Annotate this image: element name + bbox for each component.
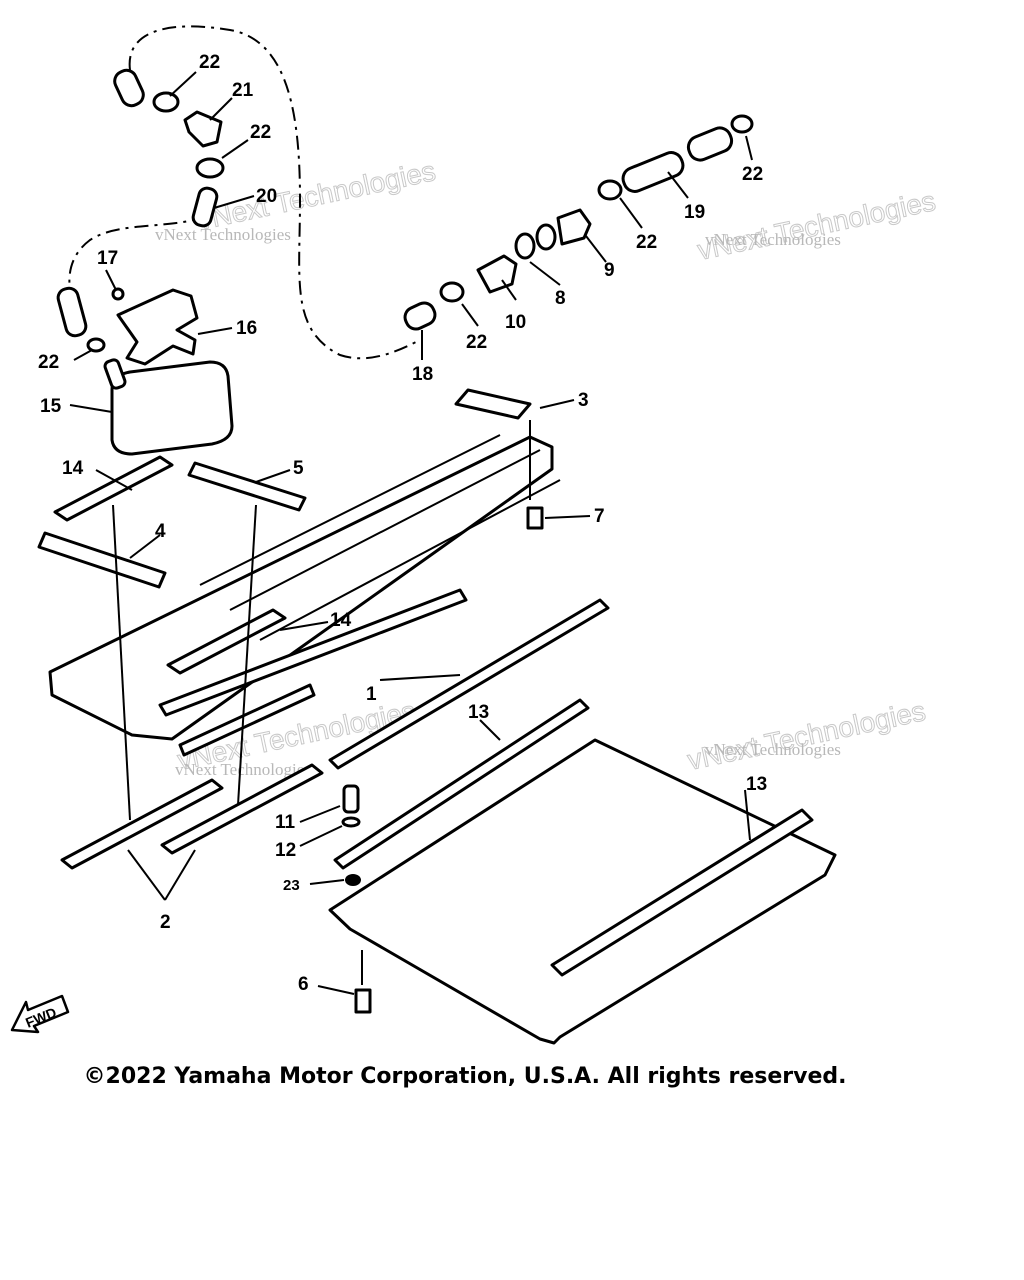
- callout-2: 2: [160, 912, 171, 933]
- watermark-big: vNext Technologies: [195, 155, 438, 236]
- callout-1: 1: [366, 684, 377, 705]
- callout-19: 18: [412, 364, 433, 385]
- callout-5: 5: [293, 458, 304, 479]
- bracket-16: [116, 288, 199, 366]
- callout-20: 20: [256, 186, 277, 207]
- hose-assembly-right: [403, 114, 754, 331]
- watermark-big: vNext Technologies: [685, 695, 928, 776]
- watermark-small: vNext Technologies: [705, 740, 841, 759]
- callout-6: 6: [298, 974, 309, 995]
- rails-2: [60, 763, 324, 870]
- bottom-plate: [328, 698, 837, 1045]
- tank-15: [103, 358, 234, 456]
- callout-21: 21: [232, 80, 254, 101]
- leader-lines: [69, 71, 753, 995]
- callout-13: 13: [746, 774, 767, 795]
- watermark-small: vNext Technologies: [705, 230, 841, 249]
- callout-22: 22: [199, 52, 220, 73]
- hose-fittings: [56, 68, 225, 353]
- pads: [37, 455, 307, 675]
- callout-17: 17: [97, 248, 118, 269]
- callout-14: 14: [330, 610, 352, 631]
- fwd-arrow-icon: FWD: [10, 994, 70, 1034]
- callout-4: 4: [155, 521, 166, 542]
- callout-22: 22: [466, 332, 487, 353]
- callout-7: 7: [594, 506, 605, 527]
- assembly-lines: [112, 420, 531, 985]
- callout-10: 10: [505, 312, 526, 333]
- callout-18: 19: [684, 202, 705, 223]
- callout-13: 13: [468, 702, 489, 723]
- callout-labels: 22 21 22 20 17 16 22 15 14 5 4 14 1 3 7 …: [38, 52, 767, 995]
- callout-16: 16: [236, 318, 257, 339]
- hardware: [341, 506, 544, 1014]
- callout-22: 22: [38, 352, 59, 373]
- callout-3: 3: [578, 390, 589, 411]
- hose-route-line-lower: [68, 214, 206, 291]
- callout-8: 8: [555, 288, 566, 309]
- callout-15: 15: [40, 396, 62, 417]
- copyright-notice: ©2022 Yamaha Motor Corporation, U.S.A. A…: [83, 1064, 847, 1089]
- callout-11: 11: [275, 812, 296, 833]
- callout-14: 14: [62, 458, 84, 479]
- watermark-small: vNext Technologies: [155, 225, 291, 244]
- hose-route-line: [128, 25, 421, 360]
- watermark-big: vNext Technologies: [695, 185, 938, 266]
- callout-12: 12: [275, 840, 296, 861]
- watermark-small: vNext Technologies: [175, 760, 311, 779]
- callout-22: 22: [742, 164, 763, 185]
- callout-22: 22: [636, 232, 657, 253]
- callout-23: 23: [283, 877, 300, 894]
- callout-9: 9: [604, 260, 615, 281]
- callout-22: 22: [250, 122, 271, 143]
